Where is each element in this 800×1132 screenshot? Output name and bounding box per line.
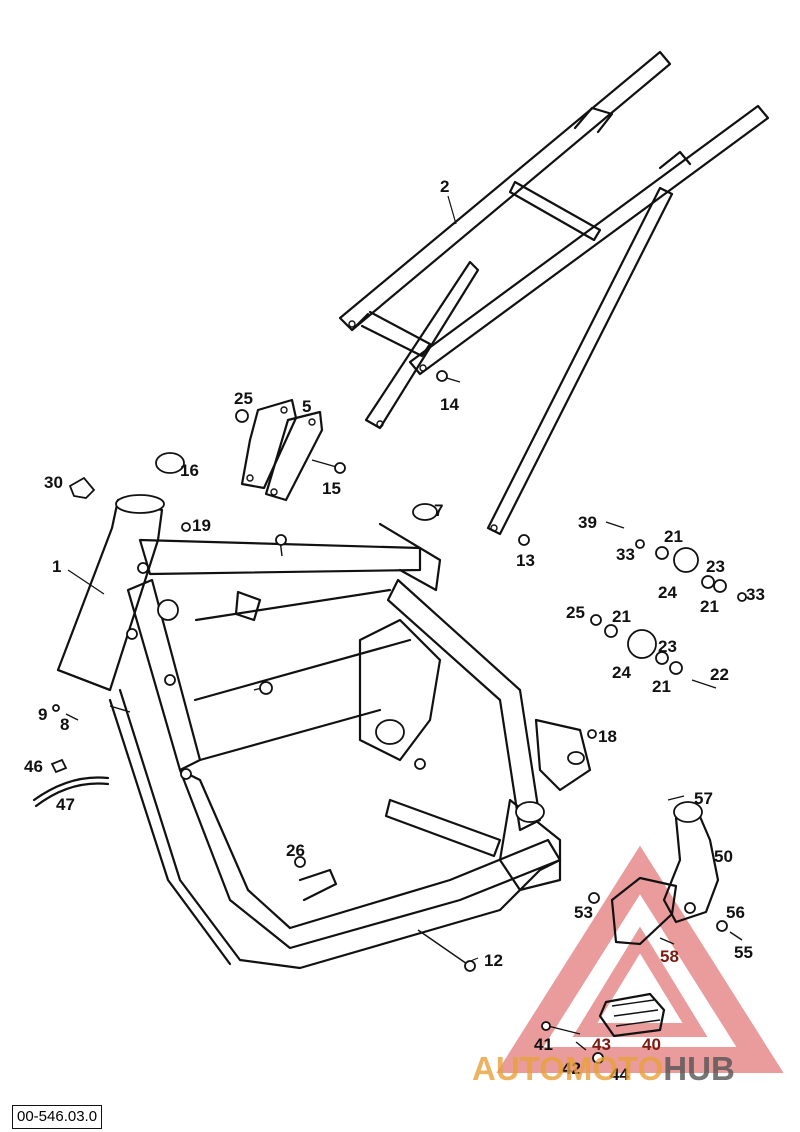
label-39: 39 <box>578 513 597 532</box>
engine-bracket-part-5 <box>240 398 324 502</box>
label-55: 55 <box>734 943 753 962</box>
watermark-text-main: AUTOMOTO <box>472 1050 663 1087</box>
label-46: 46 <box>24 757 43 776</box>
label-12: 12 <box>484 951 503 970</box>
label-44: 44 <box>610 1065 629 1084</box>
label-9: 9 <box>38 705 47 724</box>
label-21-c: 21 <box>612 607 631 626</box>
label-21-a: 21 <box>664 527 683 546</box>
watermark-logo <box>496 845 784 1073</box>
label-33-b: 33 <box>746 585 765 604</box>
label-26: 26 <box>286 841 305 860</box>
label-30: 30 <box>44 473 63 492</box>
label-18: 18 <box>598 727 617 746</box>
label-21-b: 21 <box>700 597 719 616</box>
label-14: 14 <box>440 395 459 414</box>
label-23-a: 23 <box>706 557 725 576</box>
label-53: 53 <box>574 903 593 922</box>
reference-code-box: 00-546.03.0 <box>12 1105 103 1129</box>
part-labels: 1 2 5 7 8 9 12 13 14 15 16 18 19 21 21 2… <box>24 177 765 1084</box>
label-24-b: 24 <box>612 663 631 682</box>
label-1: 1 <box>52 557 61 576</box>
label-23-b: 23 <box>658 637 677 656</box>
label-13: 13 <box>516 551 535 570</box>
label-42: 42 <box>562 1059 581 1078</box>
leader-lines <box>67 195 479 963</box>
label-40: 40 <box>642 1035 661 1054</box>
subframe-part-2 <box>338 50 770 536</box>
label-24-a: 24 <box>658 583 677 602</box>
hardware-parts <box>32 370 747 972</box>
label-19: 19 <box>192 516 211 535</box>
label-16: 16 <box>180 461 199 480</box>
label-58: 58 <box>660 947 679 966</box>
label-2: 2 <box>440 177 449 196</box>
label-56: 56 <box>726 903 745 922</box>
watermark-text: AUTOMOTOHUB <box>472 1050 735 1087</box>
guard-assembly-part-50 <box>588 795 743 946</box>
label-7: 7 <box>434 501 443 520</box>
label-5: 5 <box>302 397 311 416</box>
label-21-d: 21 <box>652 677 671 696</box>
label-57: 57 <box>694 789 713 808</box>
label-25-a: 25 <box>234 389 253 408</box>
label-43: 43 <box>592 1035 611 1054</box>
main-frame-part-1 <box>56 494 592 970</box>
label-50: 50 <box>714 847 733 866</box>
label-41: 41 <box>534 1035 553 1054</box>
label-47: 47 <box>56 795 75 814</box>
footrest-part-40 <box>541 992 666 1064</box>
label-25-b: 25 <box>566 603 585 622</box>
label-33-a: 33 <box>616 545 635 564</box>
label-15: 15 <box>322 479 341 498</box>
watermark-text-hub: HUB <box>663 1050 735 1087</box>
label-8: 8 <box>60 715 69 734</box>
label-22: 22 <box>710 665 729 684</box>
svg-text:AUTOMOTOHUB: AUTOMOTOHUB <box>472 1050 735 1087</box>
